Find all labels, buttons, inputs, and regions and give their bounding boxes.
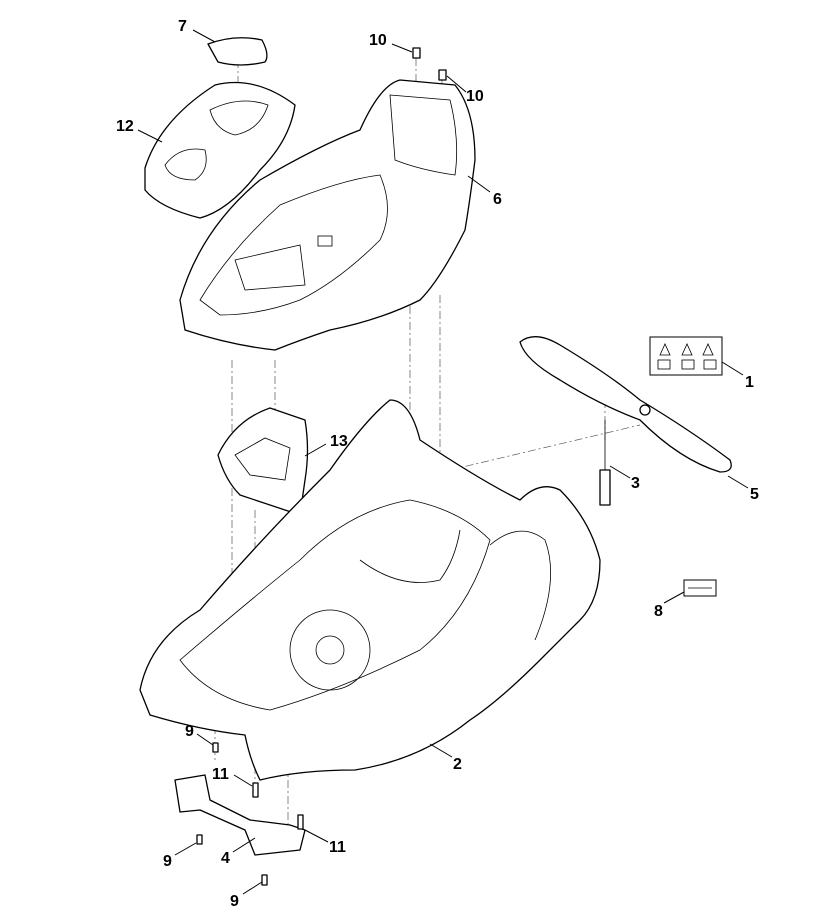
callout-13: 13 bbox=[330, 433, 348, 450]
part-12-cover bbox=[144, 81, 296, 219]
callout-11-left: 11 bbox=[212, 766, 229, 783]
callout-2: 2 bbox=[453, 756, 462, 773]
callout-7: 7 bbox=[178, 18, 187, 35]
part-1-warning-label bbox=[649, 336, 723, 376]
part-10-screws bbox=[412, 47, 447, 81]
callout-1: 1 bbox=[745, 374, 754, 391]
part-5-flap bbox=[519, 336, 732, 473]
callout-11-right: 11 bbox=[329, 839, 346, 856]
part-3-spring bbox=[599, 420, 611, 506]
callout-12: 12 bbox=[116, 118, 134, 135]
callout-4: 4 bbox=[221, 850, 230, 867]
callout-10-right: 10 bbox=[466, 88, 484, 105]
callout-labels: 7 10 10 12 6 1 13 3 5 8 2 9 11 9 4 11 9 bbox=[116, 18, 759, 910]
part-9-11-screws bbox=[196, 742, 304, 886]
leader-lines bbox=[137, 29, 749, 895]
part-6-upper-housing bbox=[179, 79, 476, 351]
callout-3: 3 bbox=[631, 475, 640, 492]
callout-6: 6 bbox=[493, 191, 502, 208]
part-2-deck bbox=[139, 399, 601, 781]
part-13-holder bbox=[217, 407, 309, 516]
callout-10-top: 10 bbox=[369, 32, 387, 49]
callout-9-bottom: 9 bbox=[230, 893, 239, 910]
part-7-cap bbox=[207, 37, 268, 66]
callout-9-upper: 9 bbox=[185, 723, 194, 740]
callout-5: 5 bbox=[750, 486, 759, 503]
part-8-label bbox=[683, 579, 717, 597]
callout-8: 8 bbox=[654, 603, 663, 620]
callout-9-left: 9 bbox=[163, 853, 172, 870]
part-4-bracket bbox=[174, 774, 306, 856]
